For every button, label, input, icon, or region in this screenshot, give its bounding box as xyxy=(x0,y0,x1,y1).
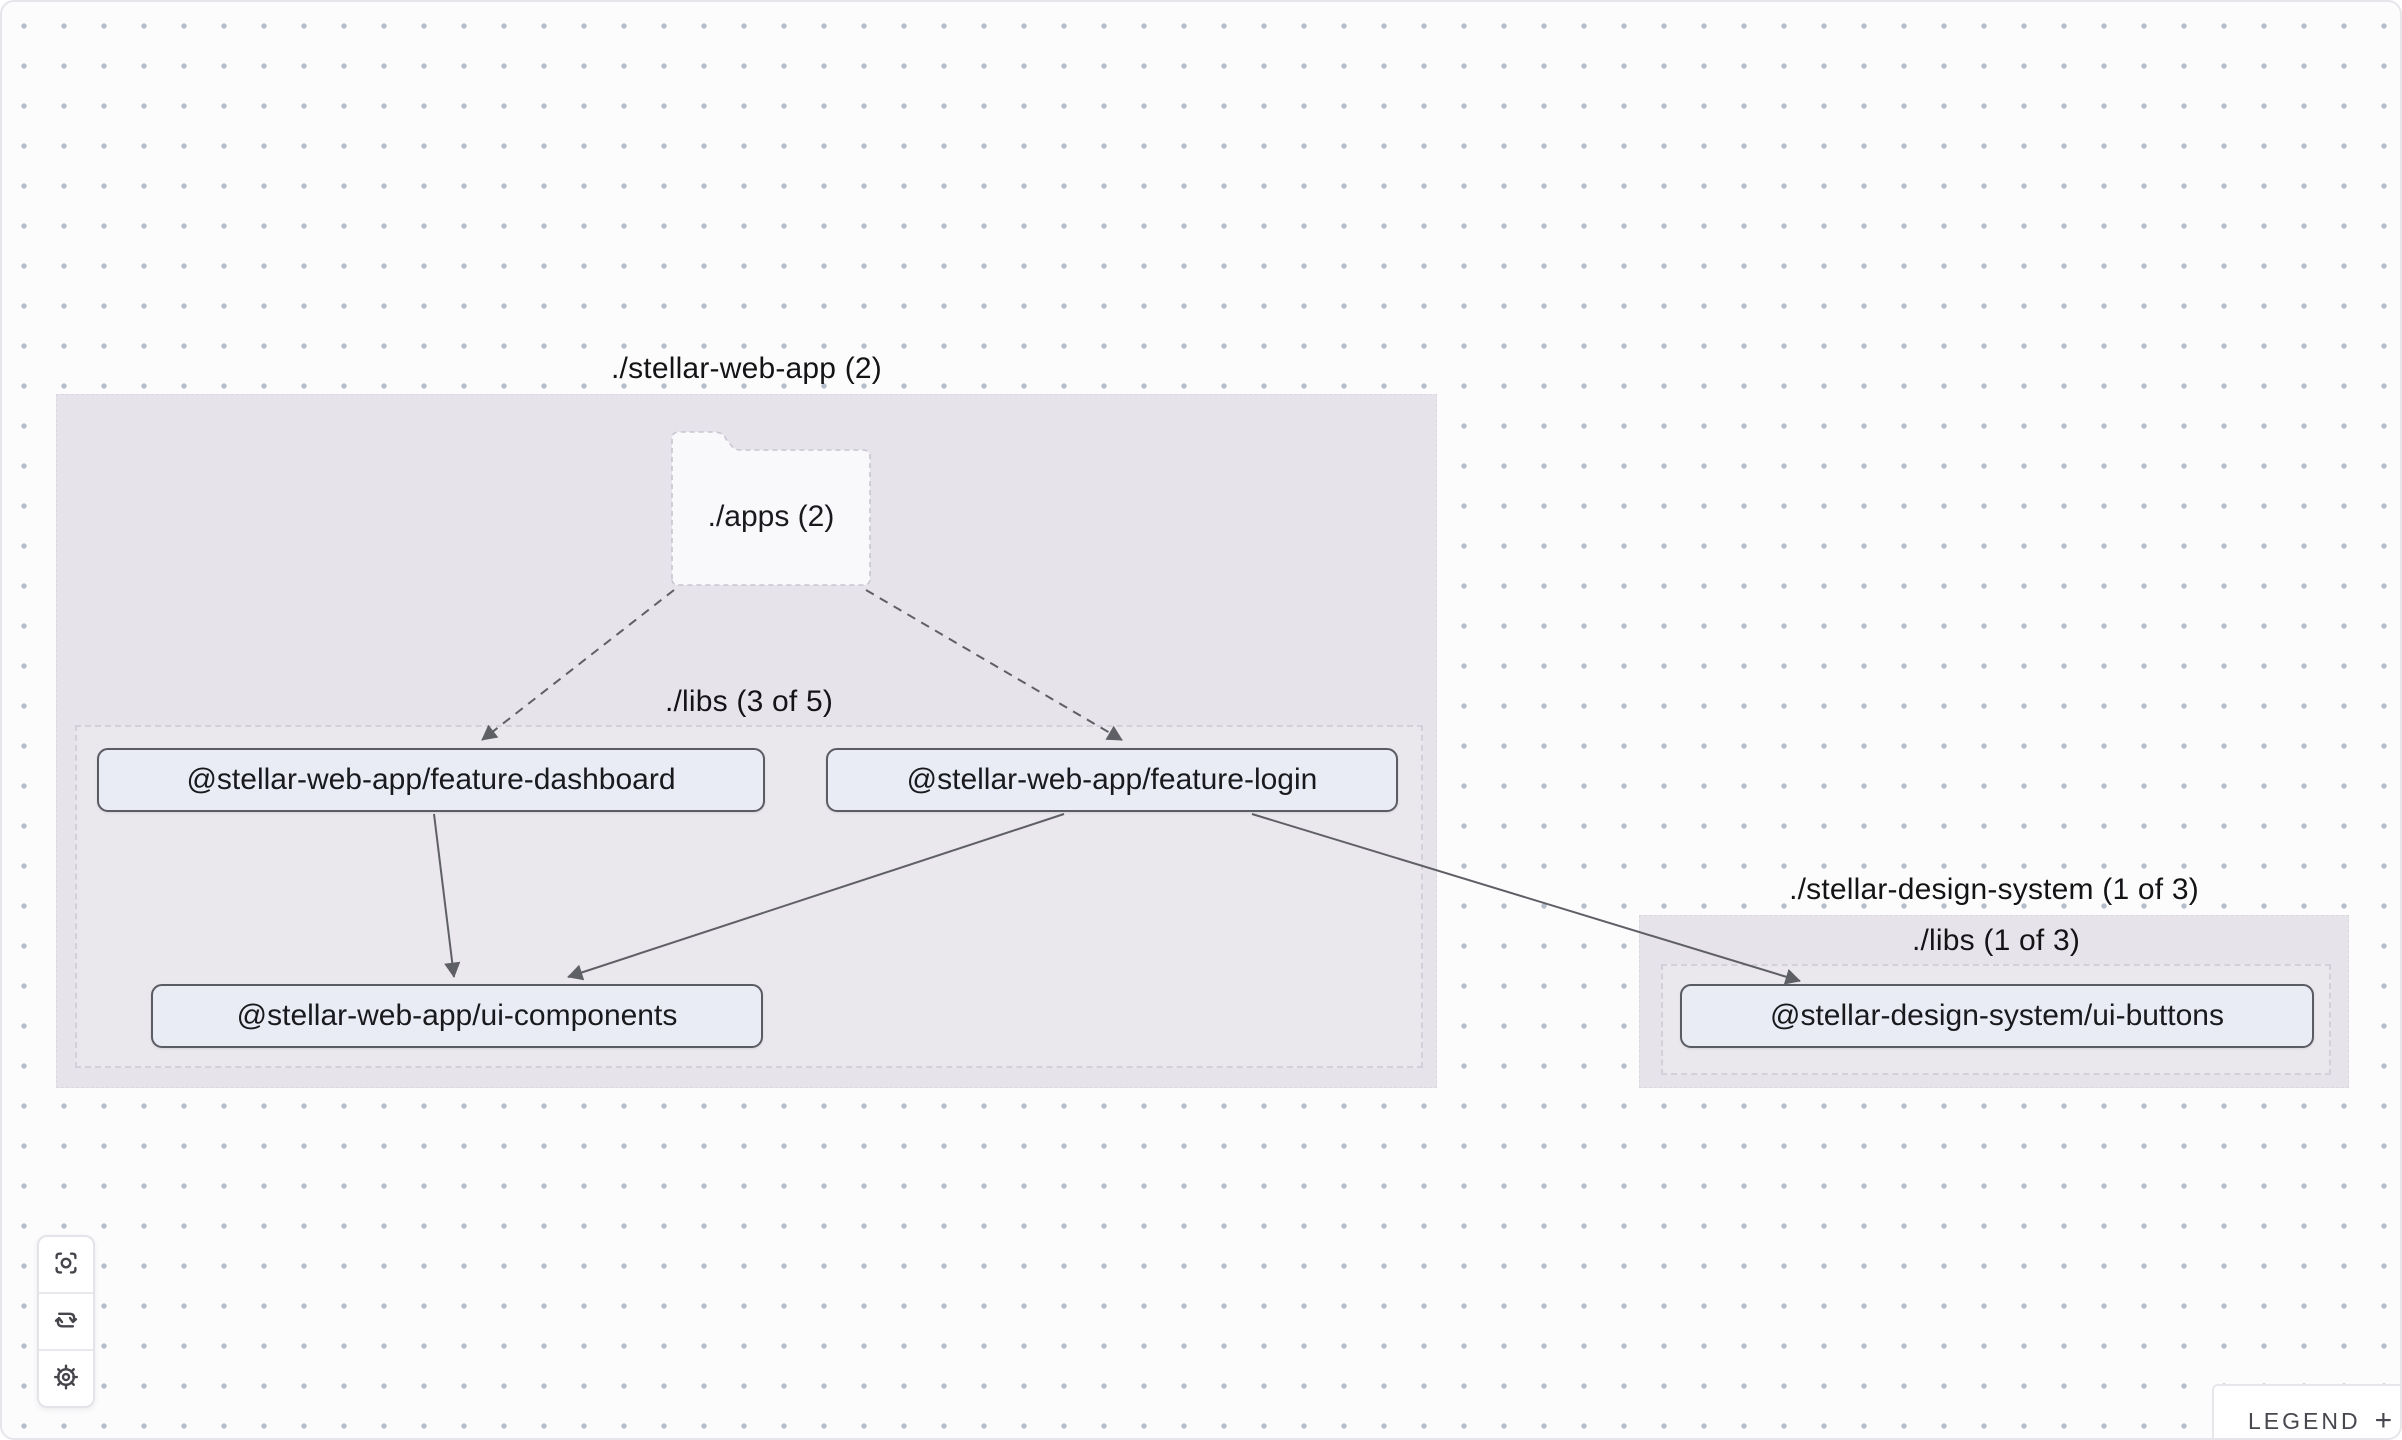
edge-feature-dashboard-to-ui-components xyxy=(433,813,461,978)
refresh-icon xyxy=(51,1305,81,1338)
group-stellar-web-app-label: ./stellar-web-app (2) xyxy=(611,352,882,385)
folder-apps-label[interactable]: ./apps (2) xyxy=(707,500,835,533)
legend-panel[interactable]: LEGEND + xyxy=(2212,1384,2400,1438)
gear-icon xyxy=(51,1362,81,1395)
legend-expand-icon[interactable]: + xyxy=(2374,1404,2393,1437)
node-feature-login[interactable]: @stellar-web-app/feature-login xyxy=(826,748,1398,812)
node-feature-dashboard[interactable]: @stellar-web-app/feature-dashboard xyxy=(97,748,765,812)
refresh-button[interactable] xyxy=(39,1294,93,1351)
node-ui-buttons[interactable]: @stellar-design-system/ui-buttons xyxy=(1680,984,2314,1048)
legend-label: LEGEND xyxy=(2248,1407,2361,1434)
edge-apps-to-feature-login xyxy=(865,589,1123,741)
edge-feature-login-to-ui-buttons xyxy=(1251,813,1801,985)
edge-apps-to-feature-dashboard xyxy=(481,589,675,741)
settings-button[interactable] xyxy=(39,1351,93,1406)
focus-button[interactable] xyxy=(39,1237,93,1294)
edge-feature-login-to-ui-components xyxy=(567,813,1065,981)
node-ui-components[interactable]: @stellar-web-app/ui-components xyxy=(151,984,763,1048)
group-web-libs-label: ./libs (3 of 5) xyxy=(664,685,834,718)
group-design-libs-label: ./libs (1 of 3) xyxy=(1911,924,2081,957)
group-stellar-design-system-label: ./stellar-design-system (1 of 3) xyxy=(1789,873,2199,906)
graph-toolbar xyxy=(37,1235,95,1408)
focus-icon xyxy=(51,1248,81,1281)
